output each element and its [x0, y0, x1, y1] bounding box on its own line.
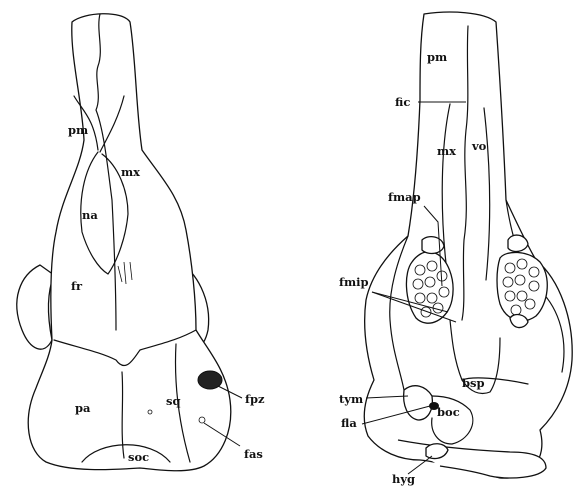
ventral-label-mx: mx: [437, 144, 456, 158]
ventral-label-fmip: fmip: [339, 275, 369, 289]
dorsal-label-sq: sq: [166, 394, 181, 408]
dorsal-label-pa: pa: [75, 401, 91, 415]
ventral-label-pm: pm: [427, 50, 447, 64]
ventral-label-hyg: hyg: [392, 472, 415, 486]
dorsal-label-mx: mx: [121, 165, 140, 179]
dorsal-label-na: na: [82, 208, 98, 222]
ventral-label-boc: boc: [437, 405, 460, 419]
ventral-skull-view: pm fic mx vo fmap fmip bsp tym boc fla h…: [339, 12, 572, 486]
ventral-label-vo: vo: [471, 139, 487, 153]
ventral-label-fmap: fmap: [388, 190, 421, 204]
dorsal-skull-view: pm mx na fr pa sq soc fpz fas: [17, 14, 265, 471]
dorsal-label-pm: pm: [68, 123, 88, 137]
ventral-label-bsp: bsp: [462, 376, 485, 390]
dorsal-label-fr: fr: [71, 279, 83, 293]
ventral-label-tym: tym: [339, 392, 363, 406]
dorsal-skull-outline: [28, 14, 231, 471]
dorsal-label-soc: soc: [128, 450, 149, 464]
ventral-label-fla: fla: [341, 416, 357, 430]
dorsal-left-zygomatic-arch: [17, 265, 54, 349]
ventral-label-fic: fic: [395, 95, 410, 109]
dorsal-label-fpz: fpz: [245, 392, 265, 406]
dorsal-label-fas: fas: [244, 447, 263, 461]
